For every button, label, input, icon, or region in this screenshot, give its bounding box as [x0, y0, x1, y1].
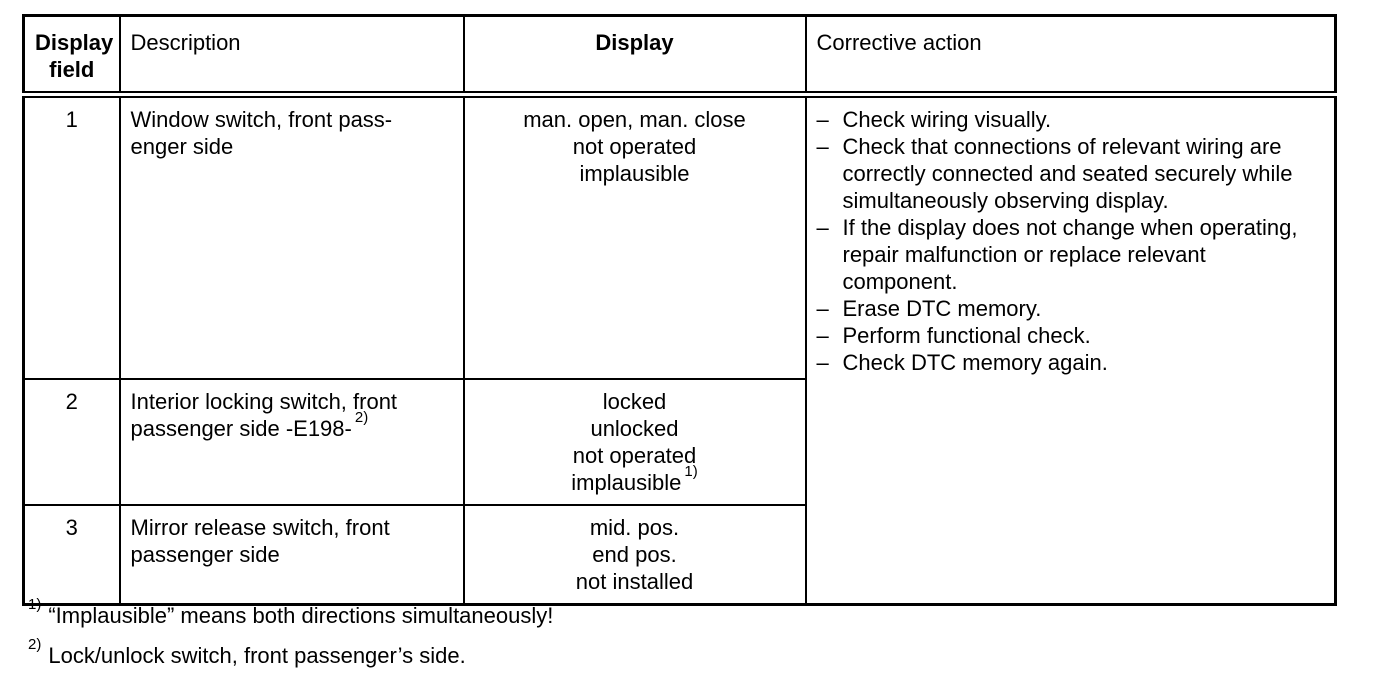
footnote-2: 2) Lock/unlock switch, front passenger’s … [28, 637, 553, 669]
corrective-text: Erase DTC memory. [842, 296, 1042, 321]
cell-description-1: Window switch, front pass- enger side [118, 93, 465, 380]
description-line: enger side [130, 134, 234, 159]
dash-bullet: – [816, 134, 829, 159]
corrective-item: – If the display does not change when op… [817, 214, 1325, 295]
display-line: not installed [575, 568, 694, 594]
table-row-2: 2 Interior locking switch, front passeng… [22, 377, 1336, 506]
display-line: implausible [579, 161, 690, 186]
description-line: Interior locking switch, front [130, 388, 398, 414]
dash-bullet: – [816, 215, 829, 240]
corrective-text: Check wiring visually. [842, 107, 1052, 132]
corrective-text: Check that connections of relevant wirin… [842, 134, 1293, 213]
dash-bullet: – [816, 296, 829, 321]
footnote-ref-2: 2) [354, 408, 369, 426]
display-line: unlocked [590, 415, 679, 441]
cell-display-field-3: 3 [22, 503, 121, 606]
footnote-1: 1) “Implausible” means both directions si… [28, 597, 554, 629]
display-line: end pos. [592, 541, 677, 567]
footnotes: 1) “Implausible” means both directions si… [28, 597, 554, 682]
table-row-1: 1 Window switch, front pass- enger side … [22, 93, 1337, 606]
cell-display-3: mid. pos. end pos. not installed [462, 503, 807, 606]
footnote-ref-1: 1) [684, 462, 698, 480]
corrective-item: – Check DTC memory again. [817, 349, 1325, 376]
display-line: not operated [572, 442, 697, 468]
display-line: man. open, man. close [523, 107, 746, 132]
corrective-text: Perform functional check. [842, 323, 1091, 348]
header-display-field: Display field [22, 14, 121, 98]
header-corrective-action: Corrective action [804, 14, 1337, 98]
cell-display-field-1: 1 [22, 93, 121, 380]
display-line: not operated [572, 134, 697, 159]
corrective-text: If the display does not change when oper… [842, 215, 1298, 294]
footnote-text: “Implausible” means both directions simu… [48, 603, 554, 628]
corrective-item: – Check that connections of relevant wir… [817, 133, 1325, 214]
table-row-3: 3 Mirror release switch, front passenger… [22, 503, 1336, 606]
dash-bullet: – [816, 350, 829, 375]
header-display: Display [462, 14, 807, 98]
table-header-row: Display field Description Display Correc… [22, 14, 1337, 98]
cell-corrective-action: – Check wiring visually. – Check that co… [804, 93, 1337, 606]
cell-display-field-2: 2 [22, 377, 121, 506]
description-line: Mirror release switch, front [130, 514, 390, 540]
cell-description-2: Interior locking switch, front passenger… [118, 377, 465, 506]
footnote-marker: 2) [28, 636, 42, 654]
dash-bullet: – [816, 323, 829, 348]
cell-display-1: man. open, man. close not operated impla… [462, 93, 807, 380]
display-line: locked [602, 388, 667, 414]
cell-display-2: locked unlocked not operated implausible… [462, 377, 807, 506]
description-line: passenger side [130, 541, 280, 567]
footnote-text: Lock/unlock switch, front passenger’s si… [48, 643, 466, 668]
header-description: Description [118, 14, 465, 98]
description-line: Window switch, front pass- [130, 107, 393, 132]
cell-description-3: Mirror release switch, front passenger s… [118, 503, 465, 606]
diagnostic-table: Display field Description Display Correc… [22, 14, 1337, 606]
corrective-item: – Perform functional check. [817, 322, 1325, 349]
corrective-item: – Erase DTC memory. [817, 295, 1325, 322]
description-line: passenger side -E198-2) [130, 408, 369, 441]
footnote-marker: 1) [28, 596, 42, 614]
dash-bullet: – [816, 107, 829, 132]
display-line: mid. pos. [589, 514, 680, 540]
corrective-item: – Check wiring visually. [817, 106, 1325, 133]
corrective-text: Check DTC memory again. [842, 350, 1108, 375]
